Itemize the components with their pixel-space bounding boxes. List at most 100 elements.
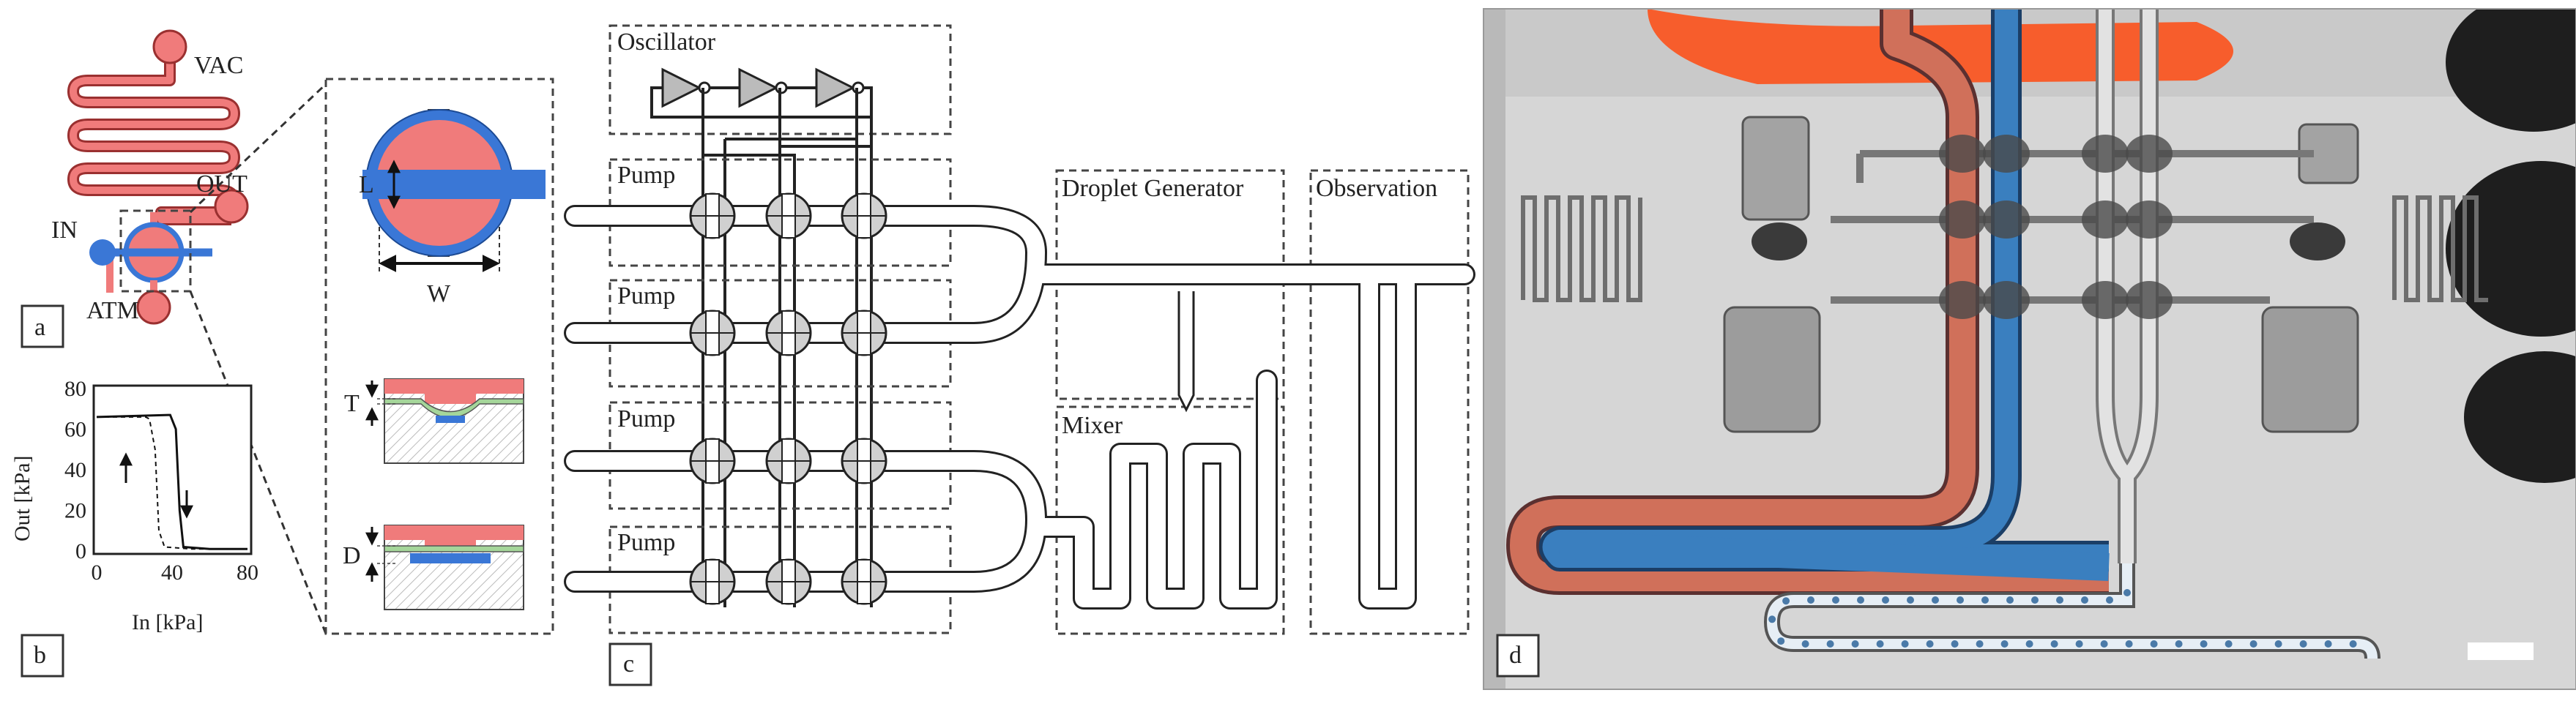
x-tick-40: 40	[161, 561, 183, 585]
photo-serpentine-right	[2392, 195, 2488, 302]
label-vac: VAC	[194, 52, 243, 79]
panel-a-letter: a	[34, 314, 45, 341]
out-port	[214, 189, 249, 224]
droplet	[1801, 640, 1809, 648]
x-tick-80: 80	[237, 561, 258, 585]
y-axis-label: Out [kPa]	[10, 456, 34, 541]
pump-valve	[765, 438, 812, 484]
droplet	[1807, 596, 1814, 604]
photo-valve	[2082, 135, 2129, 173]
droplet	[2249, 640, 2257, 648]
observation-label: Observation	[1316, 175, 1437, 202]
cross-section-t: T	[344, 378, 524, 464]
mixer-label: Mixer	[1062, 412, 1123, 439]
droplet	[2100, 640, 2108, 648]
droplet	[2274, 640, 2282, 648]
pump-valves	[689, 192, 887, 605]
droplet	[2123, 589, 2131, 596]
photo-valve	[1983, 281, 2030, 319]
photo-serpentine-left	[1521, 195, 1642, 302]
droplet	[2081, 596, 2088, 604]
y-tick-0: 0	[75, 539, 86, 563]
photo-valve-left	[1752, 222, 1807, 260]
droplet	[1957, 596, 1964, 604]
pump-valve	[841, 558, 887, 605]
photo-valve-right	[2290, 222, 2345, 260]
label-out: OUT	[196, 170, 247, 198]
droplet	[1777, 637, 1785, 645]
channel-outline	[564, 205, 1047, 344]
photo-pad-right	[2261, 306, 2359, 433]
label-atm: ATM	[86, 297, 139, 324]
droplet	[1976, 640, 1984, 648]
dim-w: W	[427, 280, 451, 307]
photo-valve	[1983, 135, 2030, 173]
in-port	[89, 239, 116, 266]
label-in: IN	[51, 217, 78, 244]
pump-valve	[765, 310, 812, 356]
droplet	[1768, 615, 1776, 623]
series-solid	[96, 413, 247, 550]
channel-lumen	[1360, 266, 1415, 607]
droplet	[1907, 596, 1914, 604]
photo-valves	[1752, 135, 2345, 319]
droplet	[1832, 596, 1839, 604]
droplet	[1857, 596, 1864, 604]
photo-valve	[2082, 281, 2129, 319]
panel-d-letter-box	[1496, 634, 1540, 678]
pump-valve	[841, 192, 887, 239]
panel-d	[1484, 9, 2576, 689]
panel-a: VAC OUT IN ATM a	[21, 29, 327, 634]
droplet	[2349, 640, 2357, 648]
channel-lumen	[566, 452, 1045, 591]
detail-box	[324, 78, 554, 635]
droplet	[2050, 640, 2058, 648]
channel-lumen	[1027, 372, 1276, 607]
photo-valve	[1983, 200, 2030, 239]
observation-box	[1309, 169, 1470, 635]
pump-label-1: Pump	[617, 162, 675, 189]
photo-pad-left	[1723, 306, 1821, 433]
droplet	[2225, 640, 2233, 648]
pump-valve	[689, 310, 736, 356]
plot-series	[96, 413, 247, 550]
oscillator-label: Oscillator	[617, 29, 716, 56]
photo-valve	[2126, 200, 2173, 239]
photo-valve	[1939, 200, 1986, 239]
photo-droplets	[1768, 589, 2357, 648]
y-tick-20: 20	[64, 499, 86, 523]
scale-bar	[2468, 642, 2534, 660]
pump-valve	[689, 558, 736, 605]
pump-valve	[689, 438, 736, 484]
pump-valve	[841, 310, 887, 356]
droplet	[2056, 596, 2063, 604]
droplet	[1951, 640, 1959, 648]
droplet	[1876, 640, 1884, 648]
droplet	[2031, 596, 2039, 604]
droplet	[1932, 596, 1939, 604]
flow-channels	[564, 205, 1475, 610]
dim-t: T	[344, 390, 360, 417]
plot-frame	[92, 384, 253, 555]
pump-label-2: Pump	[617, 282, 675, 310]
droplet	[2299, 640, 2307, 648]
pump-valve	[765, 558, 812, 605]
dark-blob-bottom	[2464, 351, 2576, 483]
droplet-generator-label: Droplet Generator	[1062, 175, 1244, 202]
droplet	[2025, 640, 2033, 648]
droplet	[2000, 640, 2009, 648]
droplet	[1882, 596, 1889, 604]
droplet	[2125, 640, 2133, 648]
channel-lumen	[566, 207, 1045, 342]
panel-b-letter-box	[21, 634, 64, 678]
pump-label-4: Pump	[617, 529, 675, 556]
droplet	[2324, 640, 2332, 648]
droplet	[2150, 640, 2158, 648]
panel-c-letter: c	[623, 651, 634, 678]
droplet	[1826, 640, 1834, 648]
